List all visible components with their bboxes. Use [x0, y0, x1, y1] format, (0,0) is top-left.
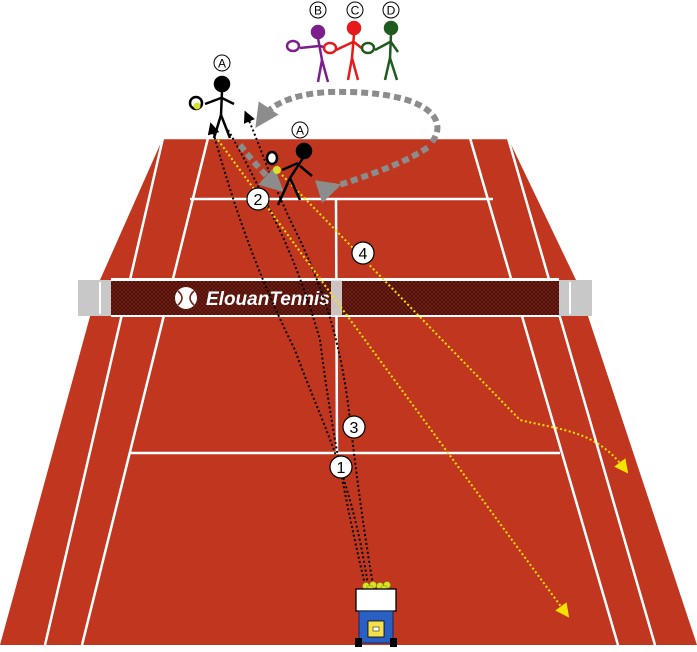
ball-path-1: [207, 110, 374, 586]
player-c: [322, 20, 365, 81]
ball-path-yellow: [217, 139, 629, 618]
net-post-right: [559, 280, 592, 316]
court-lines: [43, 136, 657, 646]
svg-text:3: 3: [350, 420, 359, 437]
tennis-ball-icon: [175, 287, 197, 309]
court-surface: [0, 138, 697, 645]
step-2: 2: [246, 187, 270, 211]
svg-text:B: B: [314, 4, 322, 18]
waiting-player-labels: B C D: [309, 1, 400, 19]
player-b: [285, 24, 335, 83]
net-center-strap: [331, 280, 342, 316]
player-a-net: [265, 142, 313, 206]
svg-text:D: D: [387, 4, 396, 18]
ball-machine-icon: [355, 581, 397, 647]
player-d: [360, 20, 400, 81]
net: ElouanTennis: [78, 278, 592, 317]
svg-text:2: 2: [254, 192, 263, 209]
net-band: [111, 278, 559, 281]
step-4: 4: [351, 241, 375, 265]
svg-text:C: C: [351, 4, 360, 18]
net-post-left: [78, 280, 111, 316]
step-1: 1: [329, 455, 353, 479]
svg-text:4: 4: [359, 246, 368, 263]
svg-text:A: A: [218, 57, 226, 71]
rotation-arrows: [237, 88, 441, 204]
player-a-back-label: A: [213, 54, 231, 72]
brand-logo: ElouanTennis: [206, 289, 330, 310]
player-a-net-label: A: [291, 121, 309, 139]
step-3: 3: [342, 415, 366, 439]
svg-text:1: 1: [337, 460, 346, 477]
svg-text:A: A: [296, 124, 304, 138]
player-a-back: [188, 75, 235, 139]
